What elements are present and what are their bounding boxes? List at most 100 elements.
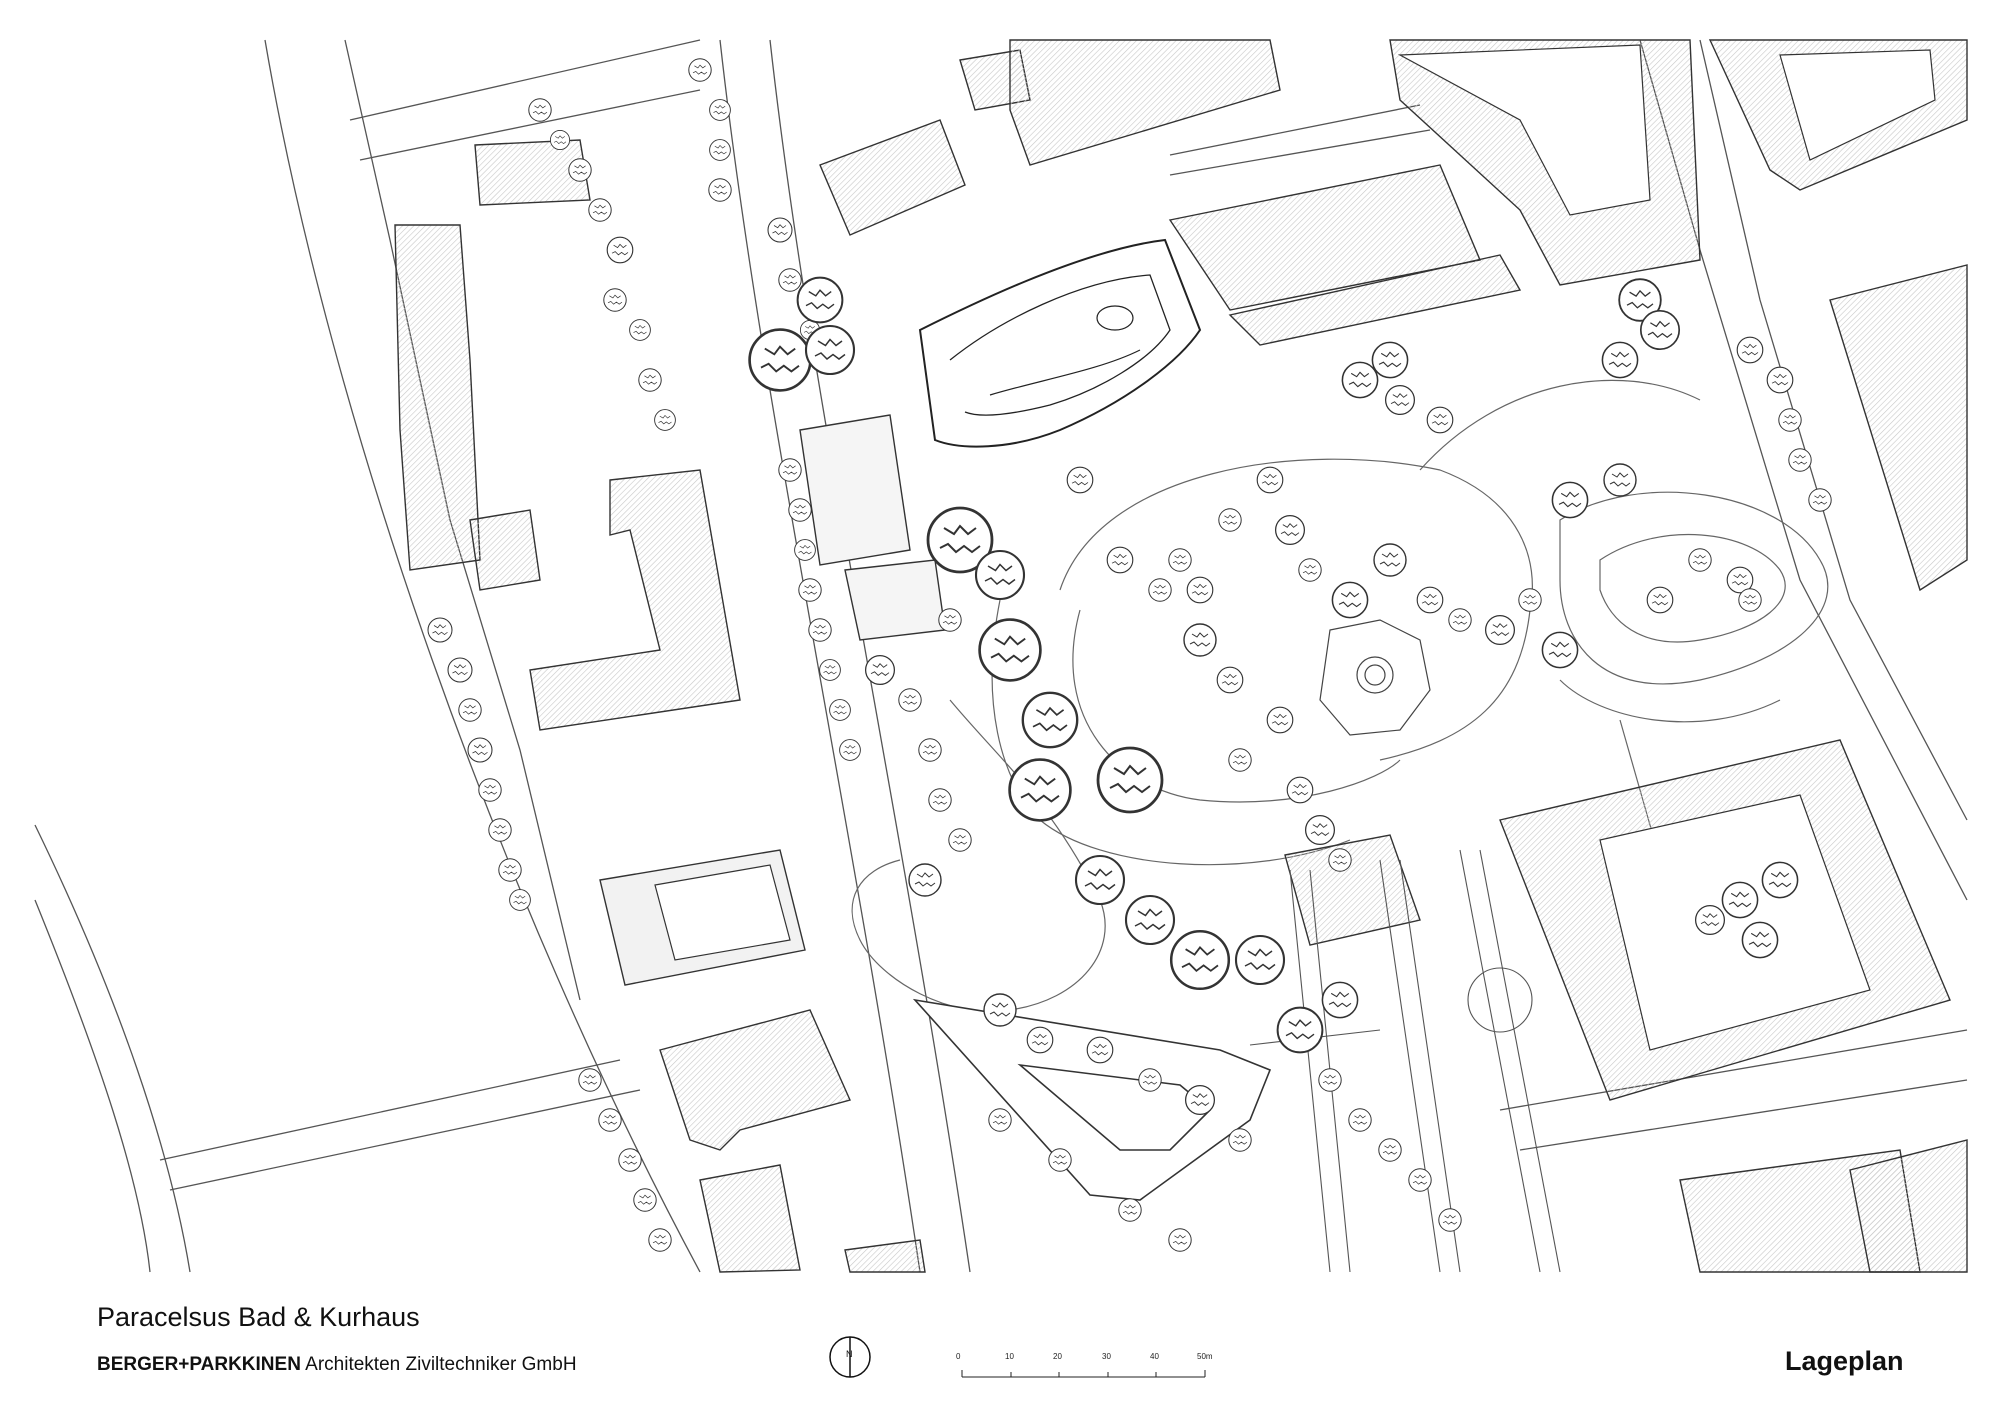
building [844, 1239, 926, 1273]
tree-icon [928, 788, 952, 812]
tree-icon [1321, 981, 1359, 1019]
tree-icon [654, 409, 676, 431]
tree-icon [1086, 1036, 1114, 1064]
tree-icon [778, 458, 802, 482]
tree-icon [1766, 366, 1794, 394]
tree-icon [1118, 1198, 1142, 1222]
north-arrow-icon [829, 1336, 871, 1378]
tree-icon [1341, 361, 1379, 399]
tree-icon [1183, 623, 1217, 657]
tree-icon [796, 276, 844, 324]
tree-icon [1228, 1128, 1252, 1152]
tree-icon [1096, 746, 1164, 814]
building [1849, 1139, 1968, 1273]
tree-icon [1021, 691, 1079, 749]
tree-icon [1138, 1068, 1162, 1092]
tree-icon [1601, 341, 1639, 379]
triangle-garden [912, 998, 1272, 1201]
scale-tick-label: 40 [1150, 1352, 1159, 1361]
tree-icon [1551, 481, 1589, 519]
building [1284, 834, 1421, 946]
baroque-garden [1319, 619, 1431, 736]
tree-icon [588, 198, 612, 222]
tree-icon [498, 858, 522, 882]
tree-icon [983, 993, 1017, 1027]
tree-icon [1348, 1108, 1372, 1132]
tree-icon [618, 1148, 642, 1172]
tree-icon [1373, 543, 1407, 577]
tree-icon [898, 688, 922, 712]
tree-icon [606, 236, 634, 264]
tree-icon [1384, 384, 1416, 416]
tree-icon [748, 328, 812, 392]
tree-icon [1124, 894, 1176, 946]
tree-icon [808, 618, 832, 642]
tree-icon [1066, 466, 1094, 494]
office-name-rest: Architekten Ziviltechniker GmbH [305, 1354, 577, 1375]
tree-icon [1603, 463, 1637, 497]
tree-icon [458, 698, 482, 722]
office-name: BERGER+PARKKINEN Architekten Ziviltechni… [97, 1354, 577, 1376]
tree-icon [1646, 586, 1674, 614]
scale-bar [961, 1370, 1206, 1378]
project-title: Paracelsus Bad & Kurhaus [97, 1302, 420, 1332]
tree-icon [1266, 706, 1294, 734]
tree-icon [528, 98, 552, 122]
tree-icon [708, 178, 732, 202]
tree-icon [1298, 558, 1322, 582]
tree-icon [568, 158, 592, 182]
scale-tick-label: 0 [956, 1352, 961, 1361]
tree-icon [1541, 631, 1579, 669]
building [1829, 264, 1968, 592]
tree-icon [1026, 1026, 1054, 1054]
tree-icon [1234, 934, 1286, 986]
tree-icon [1328, 848, 1352, 872]
tree-icon [1106, 546, 1134, 574]
tree-icon [767, 217, 793, 243]
tree-icon [1008, 758, 1072, 822]
tree-icon [1694, 904, 1726, 936]
plan-label: Lageplan [1785, 1346, 1904, 1376]
tree-icon [1168, 1228, 1192, 1252]
building [699, 1164, 801, 1273]
tree-icon [948, 828, 972, 852]
tree-icon [1074, 854, 1126, 906]
tree-icon [1416, 586, 1444, 614]
tree-icon [1408, 1168, 1432, 1192]
tree-icon [1286, 776, 1314, 804]
tree-icon [1276, 1006, 1324, 1054]
tree-icon [1688, 548, 1712, 572]
tree-icon [427, 617, 453, 643]
tree-icon [447, 657, 473, 683]
tree-icon [598, 1108, 622, 1132]
tree-icon [1318, 1068, 1342, 1092]
north-arrow-letter: N [846, 1349, 853, 1359]
tree-icon [709, 99, 731, 121]
tree-icon [1331, 581, 1369, 619]
scale-tick-label: 50m [1197, 1352, 1213, 1361]
courtyards [654, 44, 1936, 1051]
tree-icon [1426, 406, 1454, 434]
tree-icon [839, 739, 861, 761]
tree-icon [819, 659, 841, 681]
building [819, 119, 966, 236]
building [844, 559, 946, 641]
tree-icon [829, 699, 851, 721]
tree-icon [1738, 588, 1762, 612]
tree-icon [1438, 1208, 1462, 1232]
building [659, 1009, 851, 1151]
tree-icon [1048, 1148, 1072, 1172]
tree-icon [778, 268, 802, 292]
tree-icon [1168, 548, 1192, 572]
tree-icon [578, 1068, 602, 1092]
tree-icon [638, 368, 662, 392]
tree-icon [788, 498, 812, 522]
tree-icon [908, 863, 942, 897]
tree-icon [804, 324, 856, 376]
office-name-bold: BERGER+PARKKINEN [97, 1354, 301, 1375]
tree-icon [1788, 448, 1812, 472]
tree-icon [1378, 1138, 1402, 1162]
tree-icon [1256, 466, 1284, 494]
tree-icon [467, 737, 493, 763]
